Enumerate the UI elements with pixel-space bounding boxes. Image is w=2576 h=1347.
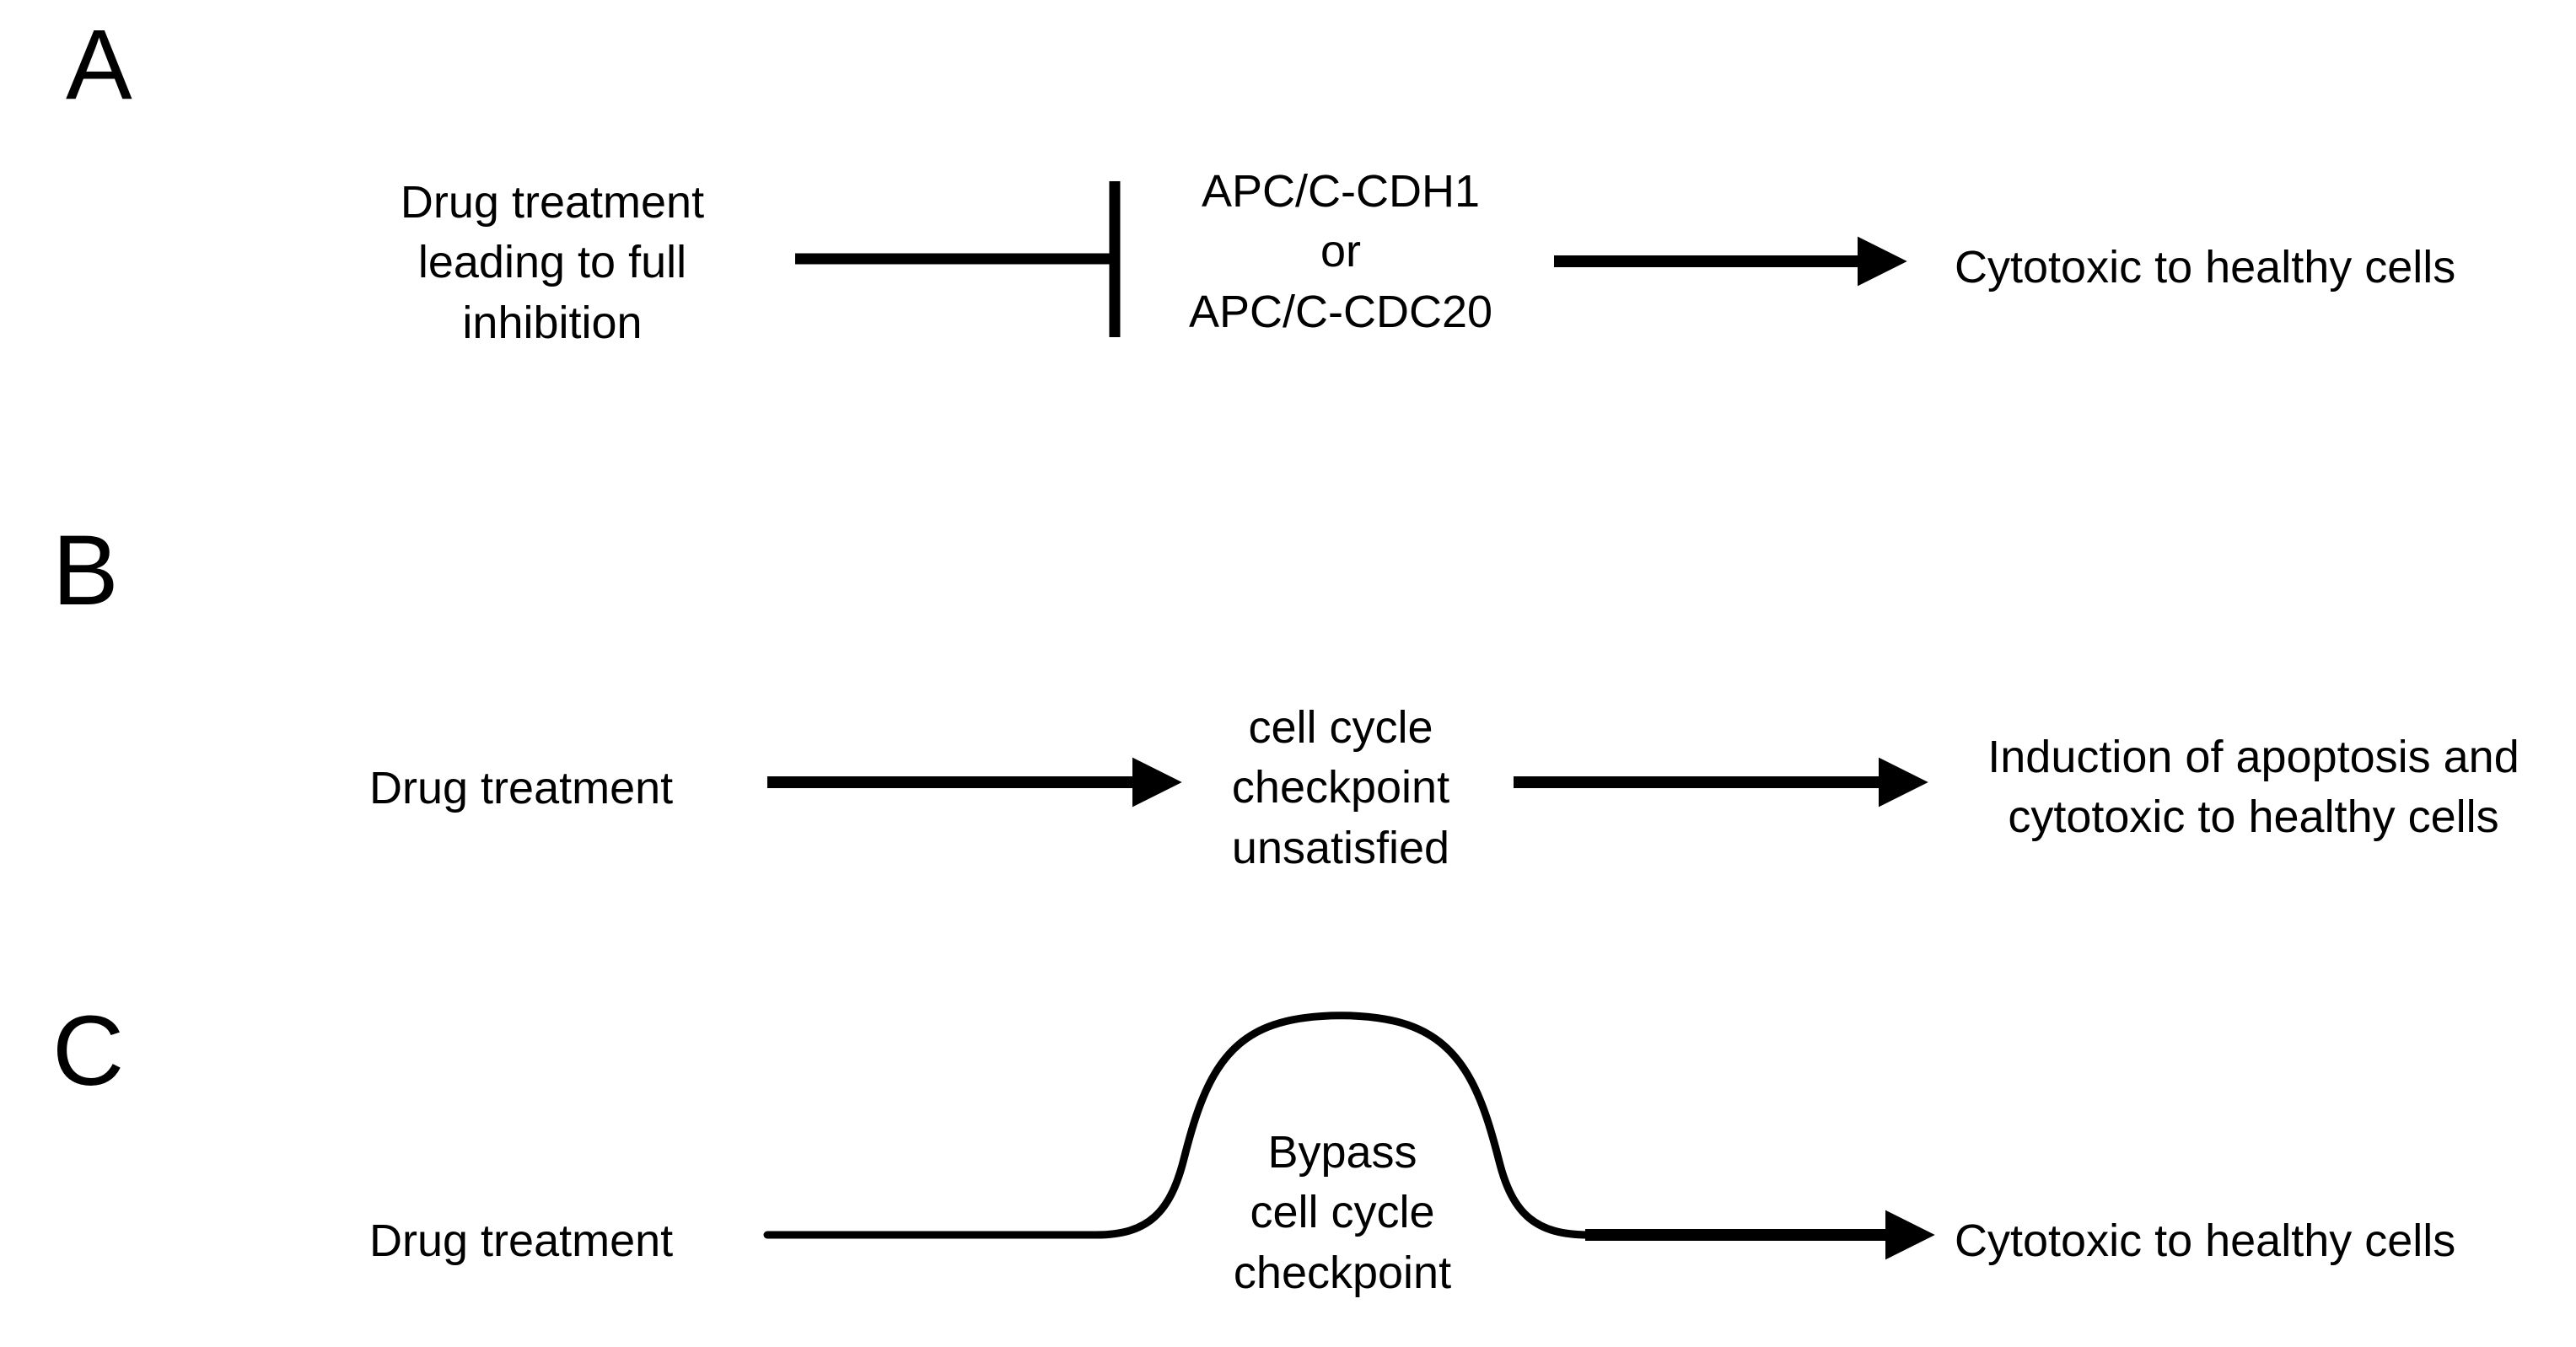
panel-a-middle-node: APC/C-CDH1 or APC/C-CDC20 <box>1188 166 1493 337</box>
panel-letter-a: A <box>66 9 132 121</box>
panel-b-source-node: Drug treatment <box>369 763 674 813</box>
panel-c-source-node: Drug treatment <box>369 1216 674 1266</box>
panel-a-outcome-node: Cytotoxic to healthy cells <box>1955 242 2456 292</box>
panel-b-middle-node: cell cycle checkpoint unsatisfied <box>1231 702 1450 873</box>
panel-c-outcome-node: Cytotoxic to healthy cells <box>1955 1216 2456 1266</box>
panel-letter-b: B <box>52 515 119 626</box>
panel-a-source-node: Drug treatment leading to full inhibitio… <box>400 177 705 348</box>
panel-a-inhibition-connector <box>795 181 1121 337</box>
panel-b-outcome-node: Induction of apoptosis and cytotoxic to … <box>1987 732 2520 843</box>
panel-letter-c: C <box>52 995 125 1107</box>
panel-c-middle-node: Bypass cell cycle checkpoint <box>1233 1127 1452 1298</box>
